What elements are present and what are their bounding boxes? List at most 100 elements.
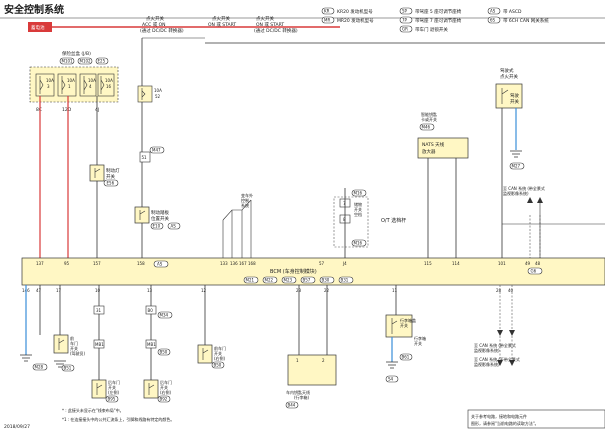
svg-text:M34: M34 bbox=[160, 313, 169, 318]
svg-text:B61: B61 bbox=[402, 355, 410, 360]
svg-text:AS: AS bbox=[490, 9, 496, 14]
svg-text:E56: E56 bbox=[107, 181, 115, 186]
rear-door-switch-left: 后车门 开关 (左侧) B95 bbox=[91, 379, 120, 403]
svg-text:O/T 选档杆: O/T 选档杆 bbox=[381, 217, 406, 224]
svg-text:6S: 6S bbox=[490, 18, 496, 23]
svg-text:ON 或 START: ON 或 START bbox=[208, 21, 236, 28]
svg-text:10A: 10A bbox=[105, 78, 113, 83]
svg-text:带车门 退锁开关: 带车门 退锁开关 bbox=[415, 26, 448, 33]
front-door-switch: 前 车门 开关 (驾驶员) B51 bbox=[53, 334, 86, 372]
svg-text:95: 95 bbox=[64, 261, 70, 266]
svg-text:KR: KR bbox=[324, 9, 330, 14]
svg-text:储物: 储物 bbox=[354, 201, 362, 207]
conn-31 bbox=[93, 305, 105, 315]
svg-text:J4: J4 bbox=[342, 261, 347, 266]
svg-text:行李箱: 行李箱 bbox=[414, 335, 426, 341]
svg-text:E10: E10 bbox=[153, 224, 161, 229]
svg-text:4: 4 bbox=[89, 84, 92, 89]
svg-text:MR20 发动机型号: MR20 发动机型号 bbox=[337, 17, 374, 24]
svg-text:57: 57 bbox=[319, 261, 325, 266]
svg-text:51: 51 bbox=[142, 155, 148, 160]
svg-text:1: 1 bbox=[296, 358, 299, 363]
note-box-line2: 图形，请参阅"当前电路的读取方法"。 bbox=[471, 420, 539, 426]
note-2: *1 : 在连接接头中的公共汇流条上，引脚和线路有特定的颜色。 bbox=[62, 416, 174, 422]
svg-text:2: 2 bbox=[322, 358, 325, 363]
battery-box bbox=[28, 22, 52, 32]
svg-text:ACC 或 ON: ACC 或 ON bbox=[142, 21, 166, 28]
svg-text:136: 136 bbox=[230, 261, 238, 266]
nats-antenna: 智能钥匙 卡或开关 M46 NATS 天线 放大器 bbox=[417, 111, 469, 258]
svg-text:带 ASCD: 带 ASCD bbox=[503, 9, 522, 15]
svg-text:B95: B95 bbox=[108, 397, 116, 402]
trunk-switch: 行李箱盖 开关 行李箱 开关 B61 bbox=[385, 314, 426, 362]
svg-text:137: 137 bbox=[36, 261, 44, 266]
svg-text:7P: 7P bbox=[402, 18, 408, 23]
conn-m34 bbox=[157, 311, 173, 319]
s4-conn bbox=[385, 375, 399, 383]
svg-text:48: 48 bbox=[535, 261, 541, 266]
svg-text:(右侧): (右侧) bbox=[160, 389, 172, 395]
svg-text:52: 52 bbox=[155, 94, 161, 99]
svg-text:ON 或 START: ON 或 START bbox=[256, 21, 284, 28]
svg-text:10A: 10A bbox=[88, 78, 96, 83]
svg-text:B50: B50 bbox=[160, 350, 168, 355]
svg-text:开关: 开关 bbox=[354, 206, 362, 212]
trunk-antenna: 1 2 车内钥匙天线 (行李箱) B44 bbox=[285, 354, 337, 409]
bcm-bottom-pins: 146 47 17 10 13 12 23 22 11 28 40 bbox=[22, 288, 514, 293]
fuse-block: 保险丝盒 (J/B) M101 M102 E25 10A 3 10A 1 10A… bbox=[29, 50, 119, 103]
svg-text:168: 168 bbox=[248, 261, 256, 266]
ground-m28 bbox=[20, 354, 32, 362]
pin-12d: 12D bbox=[62, 107, 72, 113]
conn-mb1-right bbox=[145, 339, 157, 349]
bcm-badge-g6-text: G6 bbox=[531, 269, 537, 274]
bcm-top-pins: 137 95 157 158 133 136 167 168 57 J4 115… bbox=[36, 261, 541, 266]
svg-text:至 CAN 系统 (带全景式: 至 CAN 系统 (带全景式 bbox=[474, 342, 516, 348]
svg-text:M102: M102 bbox=[80, 59, 92, 64]
svg-text:点火开关: 点火开关 bbox=[146, 15, 164, 22]
svg-text:E25: E25 bbox=[98, 59, 106, 64]
svg-text:40: 40 bbox=[508, 288, 514, 293]
svg-text:监视影像系统): 监视影像系统) bbox=[474, 347, 500, 353]
svg-text:B30: B30 bbox=[322, 278, 330, 283]
svg-text:B57: B57 bbox=[303, 278, 311, 283]
svg-text:8: 8 bbox=[343, 217, 346, 222]
svg-text:MB1: MB1 bbox=[95, 342, 104, 347]
battery-label: 蓄电池 bbox=[31, 24, 45, 31]
svg-text:AS: AS bbox=[171, 224, 177, 229]
svg-text:M16: M16 bbox=[354, 241, 363, 246]
svg-text:制动灯: 制动灯 bbox=[106, 167, 120, 174]
ign-acc-label: 点火开关 ACC 或 ON (通过 DC/DC 转换器) bbox=[140, 15, 184, 34]
svg-text:M22: M22 bbox=[265, 278, 274, 283]
svg-text:开关: 开关 bbox=[106, 173, 115, 180]
svg-text:保险丝盒 (J/B): 保险丝盒 (J/B) bbox=[62, 50, 91, 57]
svg-text:开关: 开关 bbox=[160, 384, 168, 390]
svg-text:MB1: MB1 bbox=[147, 342, 156, 347]
svg-text:MR: MR bbox=[324, 18, 330, 23]
svg-text:开关: 开关 bbox=[214, 350, 222, 356]
svg-text:M46: M46 bbox=[422, 125, 431, 130]
svg-text:115: 115 bbox=[424, 261, 432, 266]
note-box bbox=[467, 409, 605, 429]
svg-text:28: 28 bbox=[496, 288, 502, 293]
svg-text:7: 7 bbox=[343, 201, 346, 206]
svg-text:M23: M23 bbox=[284, 278, 293, 283]
svg-text:(通过 DC/DC 转换器): (通过 DC/DC 转换器) bbox=[140, 27, 184, 34]
ot-selector: M16 7 8 M16 储物 开关 空档 O/T 选档杆 bbox=[333, 188, 406, 258]
svg-text:49: 49 bbox=[525, 261, 531, 266]
svg-text:13: 13 bbox=[147, 288, 153, 293]
svg-text:B0: B0 bbox=[148, 308, 154, 313]
m28-conn bbox=[32, 363, 48, 371]
svg-text:后车门: 后车门 bbox=[108, 379, 120, 385]
exterior-system-text: 变车外 控制 系统 bbox=[241, 192, 253, 208]
svg-text:(右侧): (右侧) bbox=[214, 355, 226, 361]
svg-text:NATS 天线: NATS 天线 bbox=[422, 141, 445, 148]
svg-text:行李箱盖: 行李箱盖 bbox=[400, 317, 416, 323]
svg-text:12: 12 bbox=[201, 288, 207, 293]
svg-text:GR: GR bbox=[402, 27, 408, 32]
page-title: 安全控制系统 bbox=[4, 3, 64, 16]
svg-text:至 CAN 系统 (带全景式: 至 CAN 系统 (带全景式 bbox=[503, 185, 545, 191]
ground-b51 bbox=[54, 360, 66, 368]
svg-text:(左侧): (左侧) bbox=[108, 389, 120, 395]
note-1: * : 此接头未显示在"线束布局"中。 bbox=[62, 407, 124, 413]
svg-text:M47: M47 bbox=[152, 148, 161, 153]
